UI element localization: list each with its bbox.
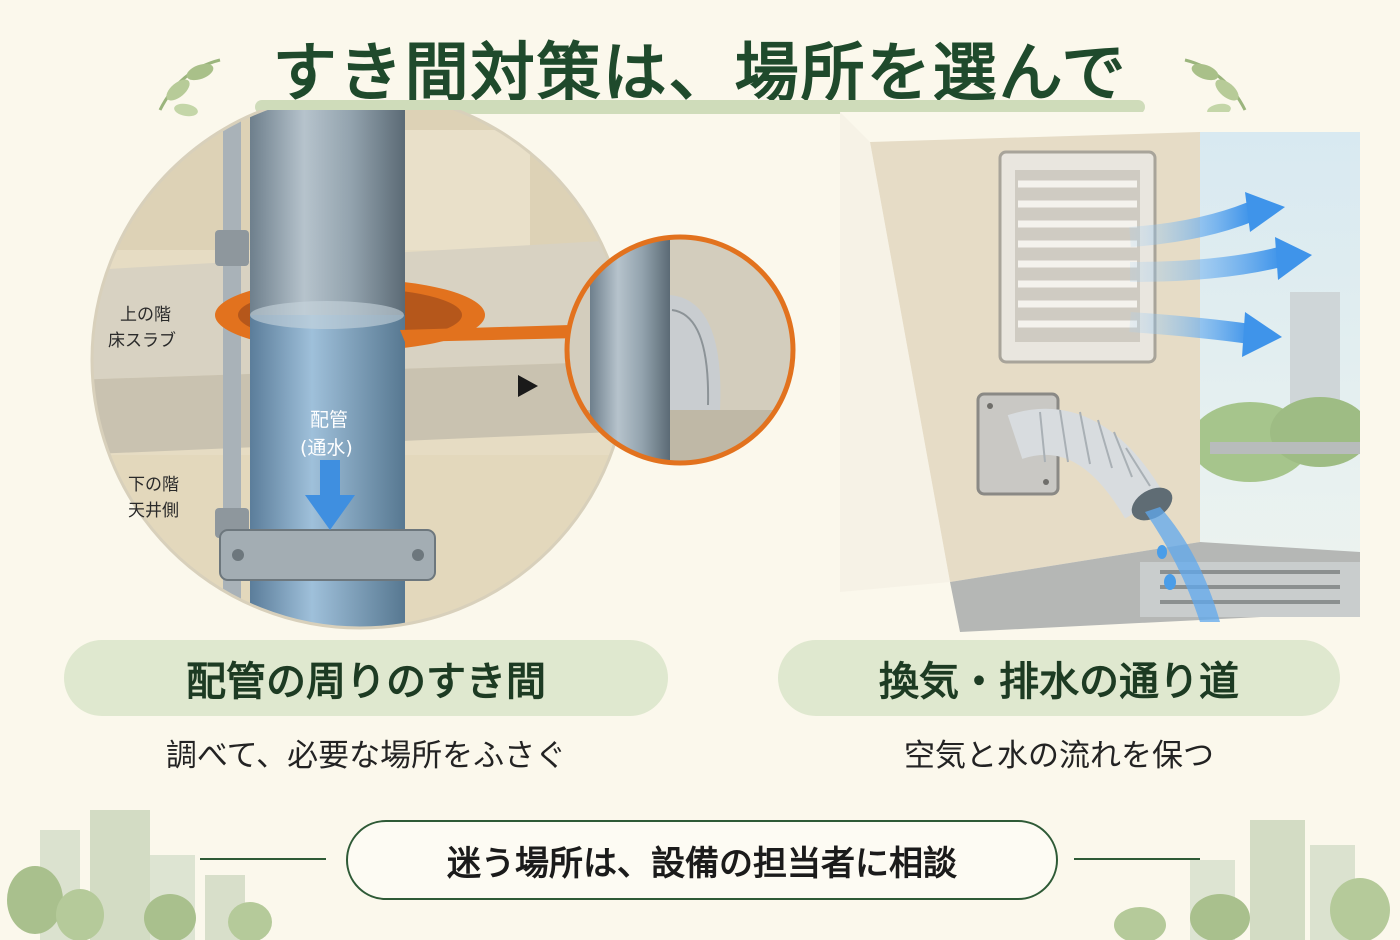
arrow-right-icon: [518, 375, 538, 397]
left-subtext: 調べて、必要な場所をふさぐ: [165, 738, 567, 774]
footer-rule-left: [200, 858, 326, 860]
pipe-label-line2: (通水): [300, 437, 353, 459]
right-subtext: 空気と水の流れを保つ: [904, 738, 1214, 774]
right-heading: 換気・排水の通り道: [778, 640, 1340, 716]
label-upper-line1: 上の階: [120, 305, 171, 325]
label-lower-line1: 下の階: [128, 475, 179, 495]
footer-rule-right: [1074, 858, 1200, 860]
left-heading: 配管の周りのすき間: [64, 640, 668, 716]
pipe-gap-illustration: 上の階 床スラブ 下の階 天井側 配管 (通水): [90, 110, 796, 630]
label-upper-line2: 床スラブ: [108, 330, 176, 351]
city-right-decoration: [1114, 820, 1390, 940]
vent-drain-illustration: [840, 112, 1360, 632]
footer-note: 迷う場所は、設備の担当者に相談: [346, 820, 1058, 900]
leaf-left-icon: [158, 58, 221, 117]
label-lower-line2: 天井側: [128, 501, 179, 521]
pipe-label-line1: 配管: [310, 409, 348, 431]
page-title: すき間対策は、場所を選んで: [272, 37, 1128, 111]
title-underline: [255, 100, 1145, 114]
city-left-decoration: [7, 810, 272, 940]
leaf-right-icon: [1184, 58, 1247, 117]
